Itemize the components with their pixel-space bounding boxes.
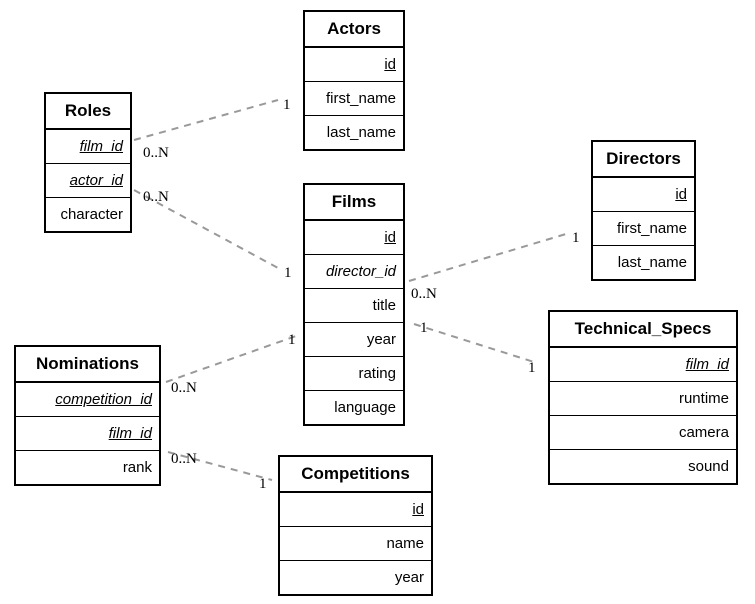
attribute-label-directors-first_name: first_name [616, 220, 687, 237]
attribute-row[interactable]: id [280, 493, 431, 527]
attribute-label-actors-first_name: first_name [325, 90, 396, 107]
entity-title-directors: Directors [593, 142, 694, 178]
entity-roles[interactable]: Roles film_id actor_id character [44, 92, 132, 233]
attribute-label-competitions-id: id [412, 501, 424, 518]
entity-title-actors: Actors [305, 12, 403, 48]
relationship-edge-films-directors [408, 233, 567, 282]
cardinality-label-roles-actors-to: 1 [283, 97, 291, 113]
attribute-row[interactable]: year [305, 323, 403, 357]
attribute-label-nominations-film_id: film_id [108, 425, 152, 442]
attribute-row[interactable]: runtime [550, 382, 736, 416]
attribute-label-directors-last_name: last_name [617, 254, 687, 271]
entity-title-technical_specs: Technical_Specs [550, 312, 736, 348]
cardinality-label-films-technical_specs-to: 1 [528, 360, 536, 376]
attribute-label-technical_specs-sound: sound [688, 458, 729, 475]
cardinality-label-roles-films-from: 0..N [143, 189, 169, 205]
attribute-row[interactable]: rating [305, 357, 403, 391]
relationship-edge-nominations-films [165, 335, 297, 383]
attribute-label-roles-film_id: film_id [79, 138, 123, 155]
attribute-row[interactable]: film_id [16, 417, 159, 451]
attribute-label-films-director_id: director_id [325, 263, 396, 280]
attribute-row[interactable]: id [593, 178, 694, 212]
attribute-row[interactable]: id [305, 48, 403, 82]
entity-title-films: Films [305, 185, 403, 221]
attribute-row[interactable]: first_name [305, 82, 403, 116]
attribute-label-roles-actor_id: actor_id [69, 172, 123, 189]
attribute-label-films-language: language [334, 399, 396, 416]
attribute-row[interactable]: camera [550, 416, 736, 450]
entity-competitions[interactable]: Competitions id name year [278, 455, 433, 596]
attribute-label-nominations-rank: rank [122, 459, 152, 476]
cardinality-label-films-directors-from: 0..N [411, 286, 437, 302]
cardinality-label-roles-films-to: 1 [284, 265, 292, 281]
cardinality-label-nominations-films-from: 0..N [171, 380, 197, 396]
attribute-label-films-rating: rating [358, 365, 396, 382]
attribute-row[interactable]: director_id [305, 255, 403, 289]
attribute-row[interactable]: language [305, 391, 403, 424]
attribute-row[interactable]: first_name [593, 212, 694, 246]
attribute-label-films-year: year [366, 331, 396, 348]
attribute-label-films-title: title [372, 297, 396, 314]
cardinality-label-films-technical_specs-from: 1 [420, 320, 428, 336]
relationship-edge-roles-actors [133, 99, 279, 141]
cardinality-label-nominations-competitions-to: 1 [259, 476, 267, 492]
entity-directors[interactable]: Directors id first_name last_name [591, 140, 696, 281]
cardinality-label-roles-actors-from: 0..N [143, 145, 169, 161]
attribute-row[interactable]: last_name [593, 246, 694, 279]
relationship-edge-films-technical_specs [413, 323, 535, 363]
attribute-label-actors-id: id [384, 56, 396, 73]
attribute-row[interactable]: film_id [46, 130, 130, 164]
attribute-label-directors-id: id [675, 186, 687, 203]
entity-title-competitions: Competitions [280, 457, 431, 493]
attribute-label-actors-last_name: last_name [326, 124, 396, 141]
attribute-row[interactable]: sound [550, 450, 736, 483]
attribute-row[interactable]: character [46, 198, 130, 231]
attribute-label-competitions-year: year [394, 569, 424, 586]
attribute-row[interactable]: actor_id [46, 164, 130, 198]
attribute-row[interactable]: film_id [550, 348, 736, 382]
attribute-row[interactable]: year [280, 561, 431, 594]
attribute-row[interactable]: last_name [305, 116, 403, 149]
attribute-label-films-id: id [384, 229, 396, 246]
entity-actors[interactable]: Actors id first_name last_name [303, 10, 405, 151]
attribute-row[interactable]: id [305, 221, 403, 255]
attribute-label-technical_specs-film_id: film_id [685, 356, 729, 373]
attribute-row[interactable]: name [280, 527, 431, 561]
attribute-label-technical_specs-camera: camera [678, 424, 729, 441]
cardinality-label-nominations-films-to: 1 [288, 332, 296, 348]
cardinality-label-films-directors-to: 1 [572, 230, 580, 246]
attribute-label-nominations-competition_id: competition_id [55, 391, 152, 408]
cardinality-label-nominations-competitions-from: 0..N [171, 451, 197, 467]
attribute-row[interactable]: competition_id [16, 383, 159, 417]
attribute-row[interactable]: title [305, 289, 403, 323]
attribute-label-roles-character: character [60, 206, 123, 223]
entity-title-roles: Roles [46, 94, 130, 130]
attribute-label-competitions-name: name [386, 535, 424, 552]
attribute-label-technical_specs-runtime: runtime [678, 390, 729, 407]
entity-title-nominations: Nominations [16, 347, 159, 383]
attribute-row[interactable]: rank [16, 451, 159, 484]
